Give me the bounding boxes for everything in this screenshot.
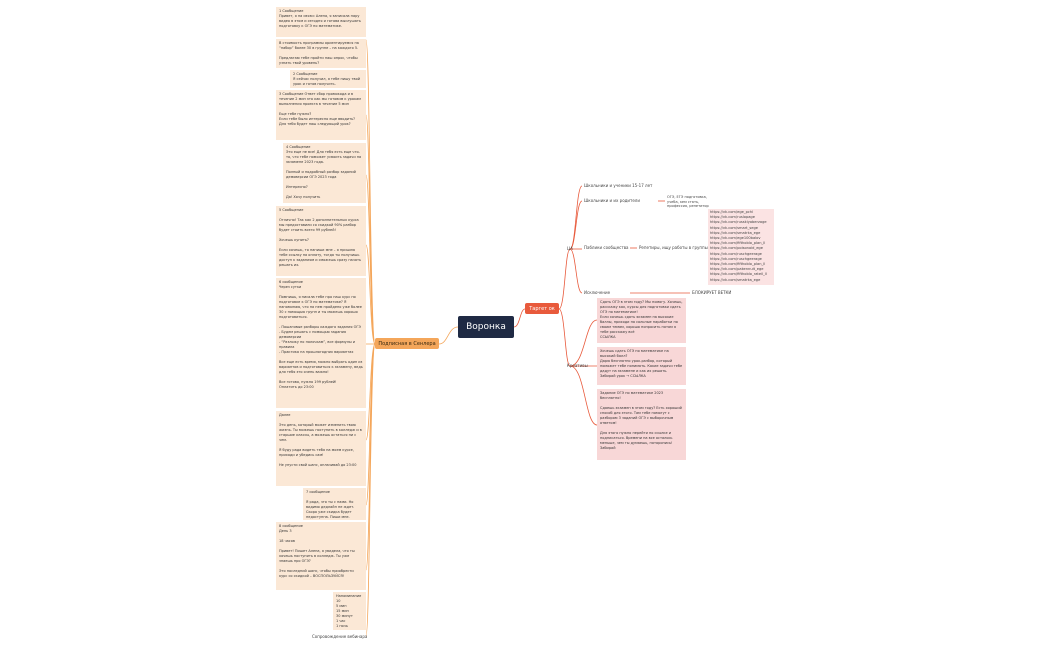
ca-item-exclusion[interactable]: Исключение (584, 290, 611, 295)
ca-item-parents[interactable]: Школьники и их родители (584, 198, 640, 203)
ca-item-publics-note: Репетиры, ищу работы в группы (639, 245, 708, 250)
vk-link[interactable]: https://vk.com/ege_pchl (710, 210, 754, 214)
ca-item-publics[interactable]: Паблики сообщества (584, 245, 629, 250)
message-card-7[interactable]: 7 сообщение Я рада, что ты с нами. Но ви… (303, 488, 366, 520)
vk-link[interactable]: https://vk.com/fifthoblo_plan_ll (710, 262, 766, 267)
ca-item-schoolkids[interactable]: Школьники и ученики 15-17 лет (584, 183, 653, 188)
branch-senler[interactable]: Подписная в Сенлера (375, 338, 439, 349)
creative-card-2[interactable]: Хочешь сдать ОГЭ по математике на высоки… (597, 347, 686, 385)
message-card-intro[interactable]: В стоимость программы ориентируемся на “… (276, 39, 366, 68)
webinar-support-label[interactable]: Сопровождение вебинара (312, 634, 368, 639)
creative-card-1[interactable]: Сдать ОГЭ в этом году? Мы помогу. Хочешь… (597, 298, 686, 343)
creative-card-3[interactable]: Задание ОГЭ по математике 2023 бесплатно… (597, 389, 686, 460)
reminder-card[interactable]: Напоминание 10 5 мин 15 мин 30 минут 1 ч… (333, 592, 366, 630)
message-card-1[interactable]: 1 Сообщение Привет, я на связи: Алена, я… (276, 7, 366, 37)
ca-node[interactable]: ЦА (567, 246, 573, 251)
message-card-6[interactable]: 6 сообщение Через сутки Помнишь, я писал… (276, 278, 366, 408)
vk-link[interactable]: https://vk.com/smatrka_ege (710, 230, 761, 235)
message-card-3[interactable]: 3 Сообщение Ответ сбор промокода и в теч… (276, 90, 366, 140)
vk-link[interactable]: https://vk.com/poisonoid_ege (710, 246, 763, 251)
creatives-node[interactable]: Креативы (567, 363, 588, 368)
central-topic[interactable]: Воронка (458, 316, 514, 338)
vk-link[interactable]: https://vk.com/ruslopage (710, 215, 755, 220)
vk-links-list: https://vk.com/ege_pchl https://vk.com/r… (708, 209, 774, 285)
message-card-4[interactable]: 4 Сообщение Это еще не все! Для тебя ест… (283, 143, 366, 203)
message-card-2[interactable]: 2 Сообщение Я сейчас получил, я тебе пиш… (290, 70, 366, 88)
vk-link[interactable]: https://vk.com/smart_sege (710, 225, 758, 230)
vk-link[interactable]: https://vk.com/fifthoblo_plan_ll (710, 241, 766, 246)
message-card-8[interactable]: 8 сообщение День 3 18 часов Привет! Пише… (276, 522, 366, 590)
message-card-next[interactable]: Далее Это день, который может изменить т… (276, 411, 366, 486)
ca-item-exclusion-note: БЛОКИРУЕТ ВЕТКИ (692, 290, 732, 295)
message-card-5[interactable]: 5 Сообщение Отлично! Так как 2 дополните… (276, 206, 366, 276)
ca-item-parents-note: ОГЭ, ЕГЭ подготовка, учеба, кем стать, п… (667, 195, 709, 208)
vk-link[interactable]: https://vk.com/russkiyoberzage (710, 220, 767, 225)
vk-link[interactable]: https://vk.com/ege100balov (710, 236, 761, 241)
vk-link[interactable]: https://vk.com/ruschgeerage (710, 256, 762, 261)
vk-link[interactable]: https://vk.com/fifthoblo_rateil_ll (710, 272, 767, 277)
vk-link[interactable]: https://vk.com/ruschgeerage (710, 251, 762, 256)
branch-target[interactable]: Таргет ок (525, 303, 559, 314)
vk-link[interactable]: https://vk.com/smatrka_ege (710, 277, 761, 282)
vk-link[interactable]: https://vk.com/pakennuit_ege (710, 267, 764, 272)
